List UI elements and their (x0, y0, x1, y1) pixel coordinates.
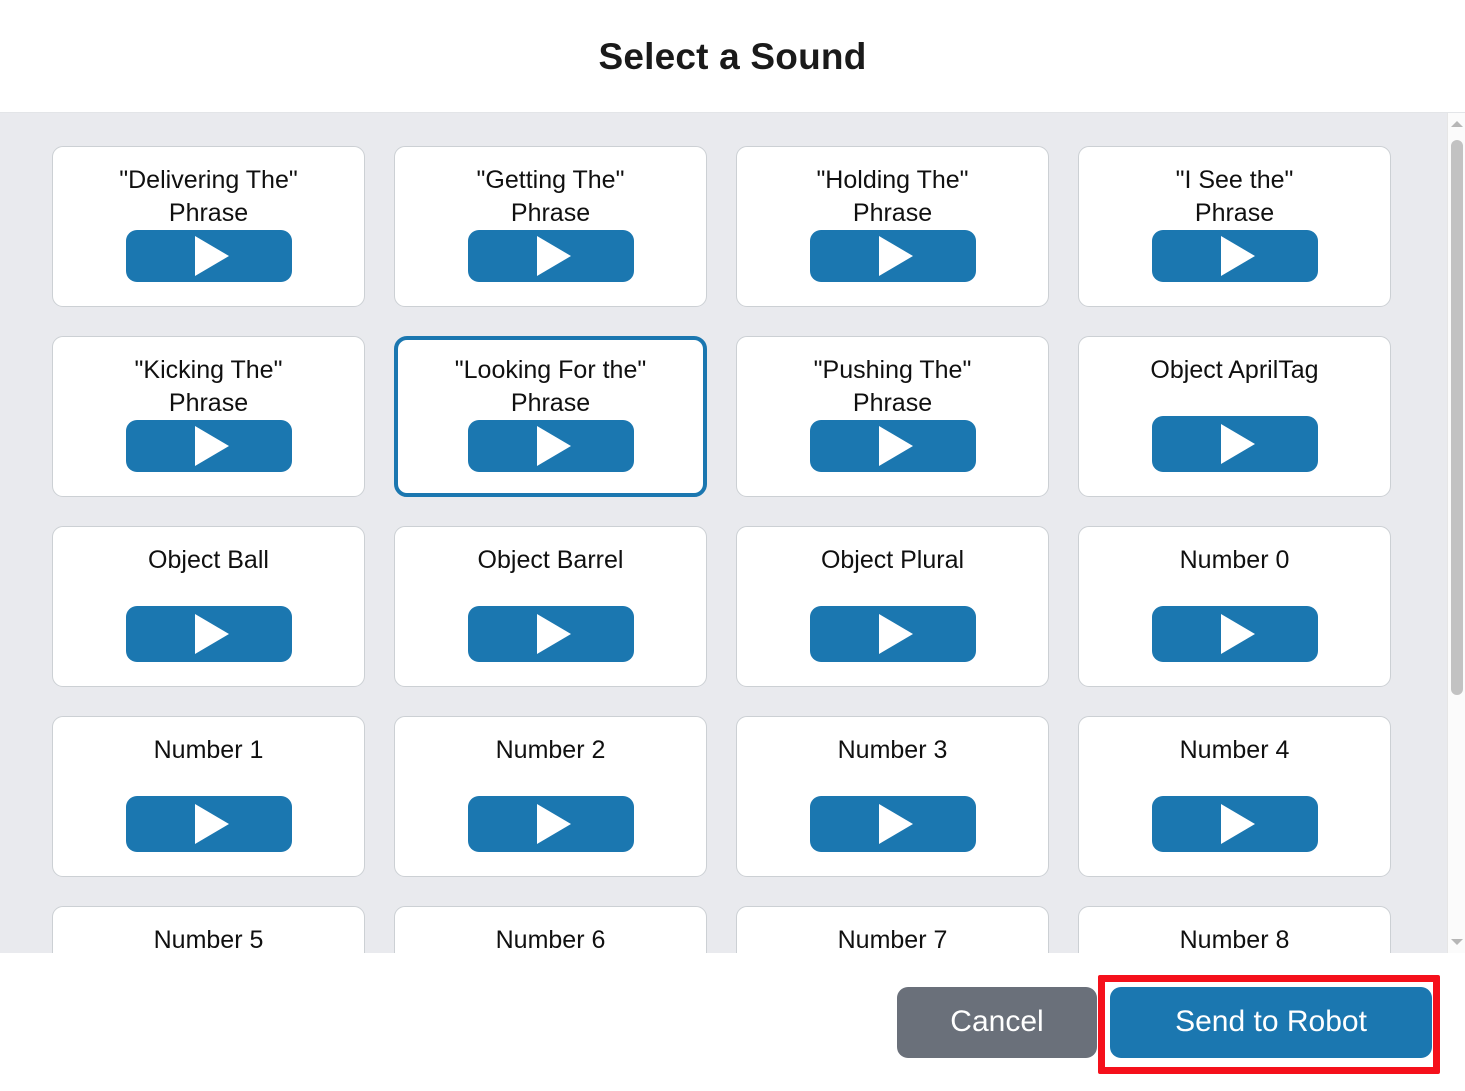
play-sound-button[interactable] (809, 796, 976, 852)
scroll-viewport: "Delivering The" Phrase "Getting The" Phr… (0, 113, 1447, 953)
sound-card[interactable]: Number 4 (1078, 716, 1391, 877)
sound-list-region: "Delivering The" Phrase "Getting The" Phr… (0, 113, 1465, 953)
scrollbar-thumb[interactable] (1451, 140, 1463, 695)
play-sound-button[interactable] (809, 420, 976, 472)
play-sound-button[interactable] (125, 230, 292, 282)
sound-card-label: Object AprilTag (1150, 356, 1319, 384)
play-sound-button[interactable] (1151, 796, 1318, 852)
play-sound-button[interactable] (1151, 606, 1318, 662)
sound-card-label: "Looking For the" Phrase (454, 356, 647, 417)
play-icon (194, 614, 229, 654)
scroll-down-button[interactable] (1448, 933, 1465, 951)
sound-card[interactable]: "Kicking The" Phrase (52, 336, 365, 497)
sound-card-grid: "Delivering The" Phrase "Getting The" Phr… (0, 113, 1447, 953)
play-icon (536, 236, 571, 276)
play-icon (878, 426, 913, 466)
play-icon (536, 426, 571, 466)
sound-card[interactable]: Number 8 (1078, 906, 1391, 953)
play-sound-button[interactable] (809, 606, 976, 662)
play-icon (1220, 804, 1255, 844)
sound-card-label: "Getting The" Phrase (476, 166, 625, 227)
play-icon (1220, 424, 1255, 464)
play-icon (878, 804, 913, 844)
sound-card[interactable]: Number 7 (736, 906, 1049, 953)
sound-card-label: Number 1 (153, 736, 264, 764)
play-icon (878, 236, 913, 276)
play-icon (1220, 236, 1255, 276)
chevron-up-icon (1451, 121, 1463, 127)
sound-card-label: "Delivering The" Phrase (119, 166, 298, 227)
play-icon (194, 426, 229, 466)
sound-card[interactable]: Number 6 (394, 906, 707, 953)
sound-card-label: Object Barrel (477, 546, 624, 574)
sound-card-label: Number 5 (153, 926, 264, 953)
play-icon (878, 614, 913, 654)
sound-card[interactable]: "Looking For the" Phrase (394, 336, 707, 497)
sound-card-label: Number 0 (1179, 546, 1290, 574)
sound-card[interactable]: Object Plural (736, 526, 1049, 687)
sound-card-label: Number 6 (495, 926, 606, 953)
sound-card[interactable]: Number 5 (52, 906, 365, 953)
play-sound-button[interactable] (125, 420, 292, 472)
sound-card[interactable]: "Holding The" Phrase (736, 146, 1049, 307)
play-icon (194, 236, 229, 276)
sound-card-label: "Holding The" Phrase (816, 166, 969, 227)
play-sound-button[interactable] (467, 420, 634, 472)
sound-card-label: Number 3 (837, 736, 948, 764)
sound-card-label: "Kicking The" Phrase (134, 356, 283, 417)
sound-card-label: "I See the" Phrase (1175, 166, 1294, 227)
sound-card[interactable]: Object Ball (52, 526, 365, 687)
play-sound-button[interactable] (125, 796, 292, 852)
sound-card-label: "Pushing The" Phrase (813, 356, 972, 417)
chevron-down-icon (1451, 939, 1463, 945)
sound-card[interactable]: Number 3 (736, 716, 1049, 877)
sound-card[interactable]: Number 1 (52, 716, 365, 877)
footer-button-group: Cancel Send to Robot (897, 986, 1432, 1058)
sound-card-label: Object Plural (820, 546, 965, 574)
page-title: Select a Sound (598, 35, 867, 77)
play-icon (194, 804, 229, 844)
sound-card[interactable]: "Getting The" Phrase (394, 146, 707, 307)
dialog-footer: Cancel Send to Robot (0, 953, 1465, 1091)
sound-card-label: Number 8 (1179, 926, 1290, 953)
sound-card[interactable]: Object AprilTag (1078, 336, 1391, 497)
sound-card[interactable]: Object Barrel (394, 526, 707, 687)
sound-card[interactable]: Number 2 (394, 716, 707, 877)
sound-card[interactable]: "Pushing The" Phrase (736, 336, 1049, 497)
dialog-header: Select a Sound (0, 0, 1465, 113)
scroll-up-button[interactable] (1448, 115, 1465, 133)
sound-card-label: Number 7 (837, 926, 948, 953)
play-icon (1220, 614, 1255, 654)
cancel-button[interactable]: Cancel (897, 986, 1097, 1058)
play-sound-button[interactable] (467, 796, 634, 852)
sound-card-label: Number 2 (495, 736, 606, 764)
play-icon (536, 614, 571, 654)
play-sound-button[interactable] (1151, 230, 1318, 282)
sound-card[interactable]: Number 0 (1078, 526, 1391, 687)
play-sound-button[interactable] (809, 230, 976, 282)
play-sound-button[interactable] (1151, 416, 1318, 472)
play-icon (536, 804, 571, 844)
sound-card[interactable]: "Delivering The" Phrase (52, 146, 365, 307)
send-to-robot-button[interactable]: Send to Robot (1110, 986, 1432, 1058)
play-sound-button[interactable] (467, 230, 634, 282)
play-sound-button[interactable] (467, 606, 634, 662)
sound-card-label: Object Ball (148, 546, 269, 574)
vertical-scrollbar[interactable] (1447, 113, 1465, 953)
sound-card[interactable]: "I See the" Phrase (1078, 146, 1391, 307)
sound-card-label: Number 4 (1179, 736, 1290, 764)
play-sound-button[interactable] (125, 606, 292, 662)
